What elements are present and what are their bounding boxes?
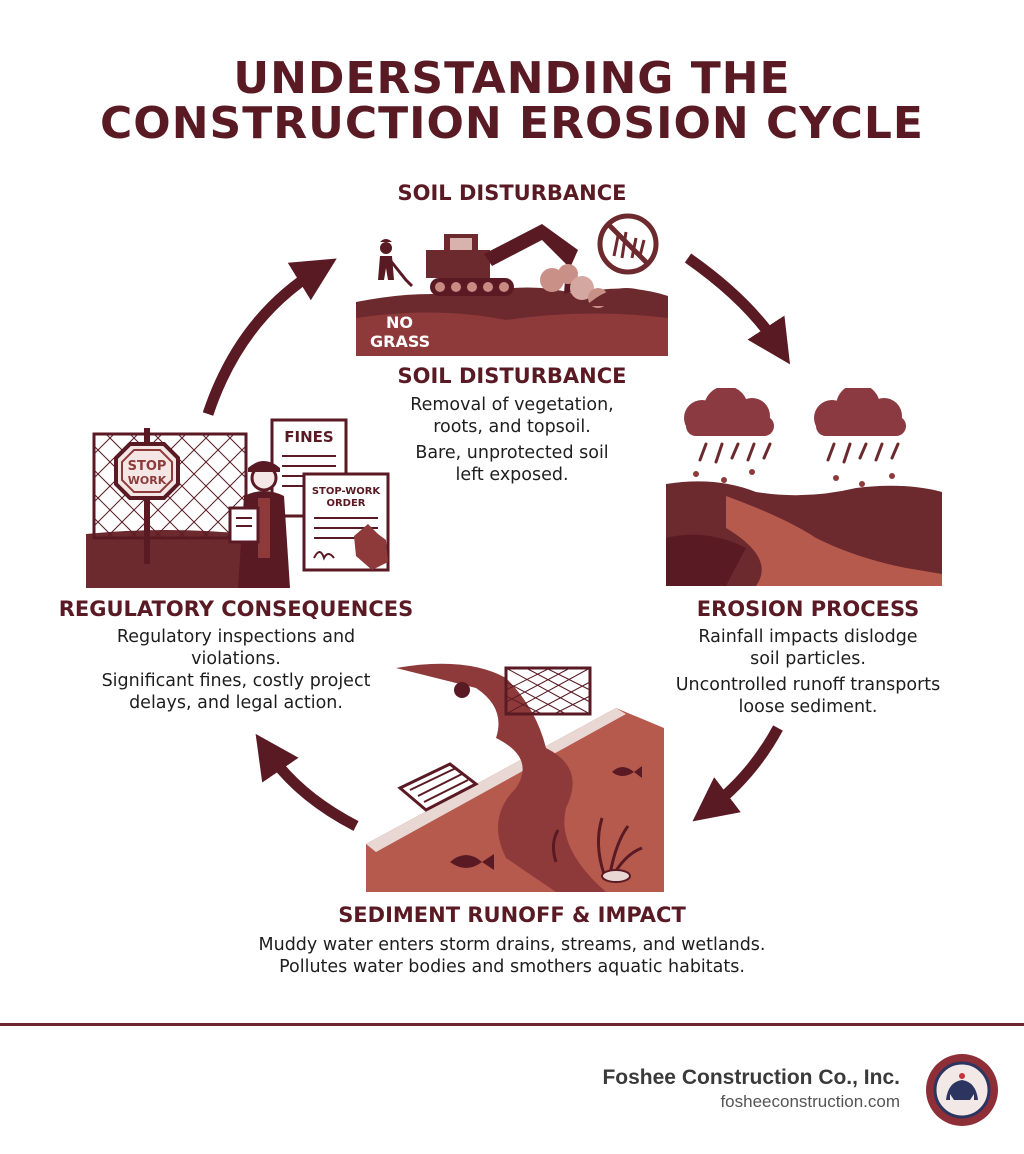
regulatory-line4: delays, and legal action. — [129, 693, 343, 713]
arrow-right-down — [692, 725, 783, 822]
stop-work-order-label: STOP-WORK — [312, 486, 382, 497]
regulatory-title: REGULATORY CONSEQUENCES — [58, 597, 414, 621]
arrow-bottom-left — [255, 733, 359, 831]
arrow-top-right — [684, 253, 791, 365]
erosion-process-line4: loose sediment. — [738, 697, 878, 717]
erosion-process-line1: Rainfall impacts dislodge — [698, 627, 918, 647]
page-title-line2: CONSTRUCTION EROSION CYCLE — [100, 98, 924, 149]
erosion-process-title: EROSION PROCESS — [696, 597, 920, 621]
sediment-runoff-description: Muddy water enters storm drains, streams… — [162, 934, 862, 978]
footer-divider — [0, 1023, 1024, 1026]
svg-text:ORDER: ORDER — [326, 498, 365, 509]
regulatory-description: Regulatory inspections and violations. S… — [46, 626, 426, 714]
sediment-runoff-line1: Muddy water enters storm drains, streams… — [258, 935, 766, 955]
stop-sign-label: STOP — [128, 459, 167, 474]
soil-disturbance-description: Removal of vegetation, roots, and topsoi… — [362, 394, 662, 486]
soil-disturbance-line2: roots, and topsoil. — [433, 417, 591, 437]
sediment-runoff-line2: Pollutes water bodies and smothers aquat… — [279, 957, 745, 977]
sediment-runoff-illustration — [366, 663, 664, 892]
svg-text:WORK: WORK — [128, 474, 167, 487]
arrow-left-up — [202, 258, 337, 416]
regulatory-line1: Regulatory inspections and — [116, 627, 356, 647]
page-title-line1: UNDERSTANDING THE — [233, 53, 791, 104]
soil-disturbance-line1: Removal of vegetation, — [410, 395, 614, 415]
soil-disturbance-title: SOIL DISTURBANCE — [397, 364, 627, 388]
regulatory-illustration: STOP WORK FINES STOP-WORK ORDER — [86, 418, 390, 588]
soil-disturbance-line3: Bare, unprotected soil — [415, 443, 609, 463]
erosion-process-line2: soil particles. — [750, 649, 866, 669]
company-name: Foshee Construction Co., Inc. — [602, 1066, 900, 1089]
erosion-process-line3: Uncontrolled runoff transports — [675, 675, 941, 695]
regulatory-line3: Significant fines, costly project — [101, 671, 371, 691]
company-website[interactable]: fosheeconstruction.com — [720, 1092, 900, 1111]
regulatory-line2: violations. — [191, 649, 281, 669]
soil-disturbance-header: SOIL DISTURBANCE — [397, 181, 627, 205]
fines-document-label: FINES — [284, 428, 333, 446]
soil-disturbance-line4: left exposed. — [455, 465, 569, 485]
sediment-runoff-title: SEDIMENT RUNOFF & IMPACT — [338, 903, 686, 927]
erosion-process-description: Rainfall impacts dislodge soil particles… — [648, 626, 968, 718]
erosion-process-illustration — [666, 388, 942, 586]
cycle-arrows — [202, 253, 791, 831]
company-logo-icon — [926, 1054, 998, 1126]
